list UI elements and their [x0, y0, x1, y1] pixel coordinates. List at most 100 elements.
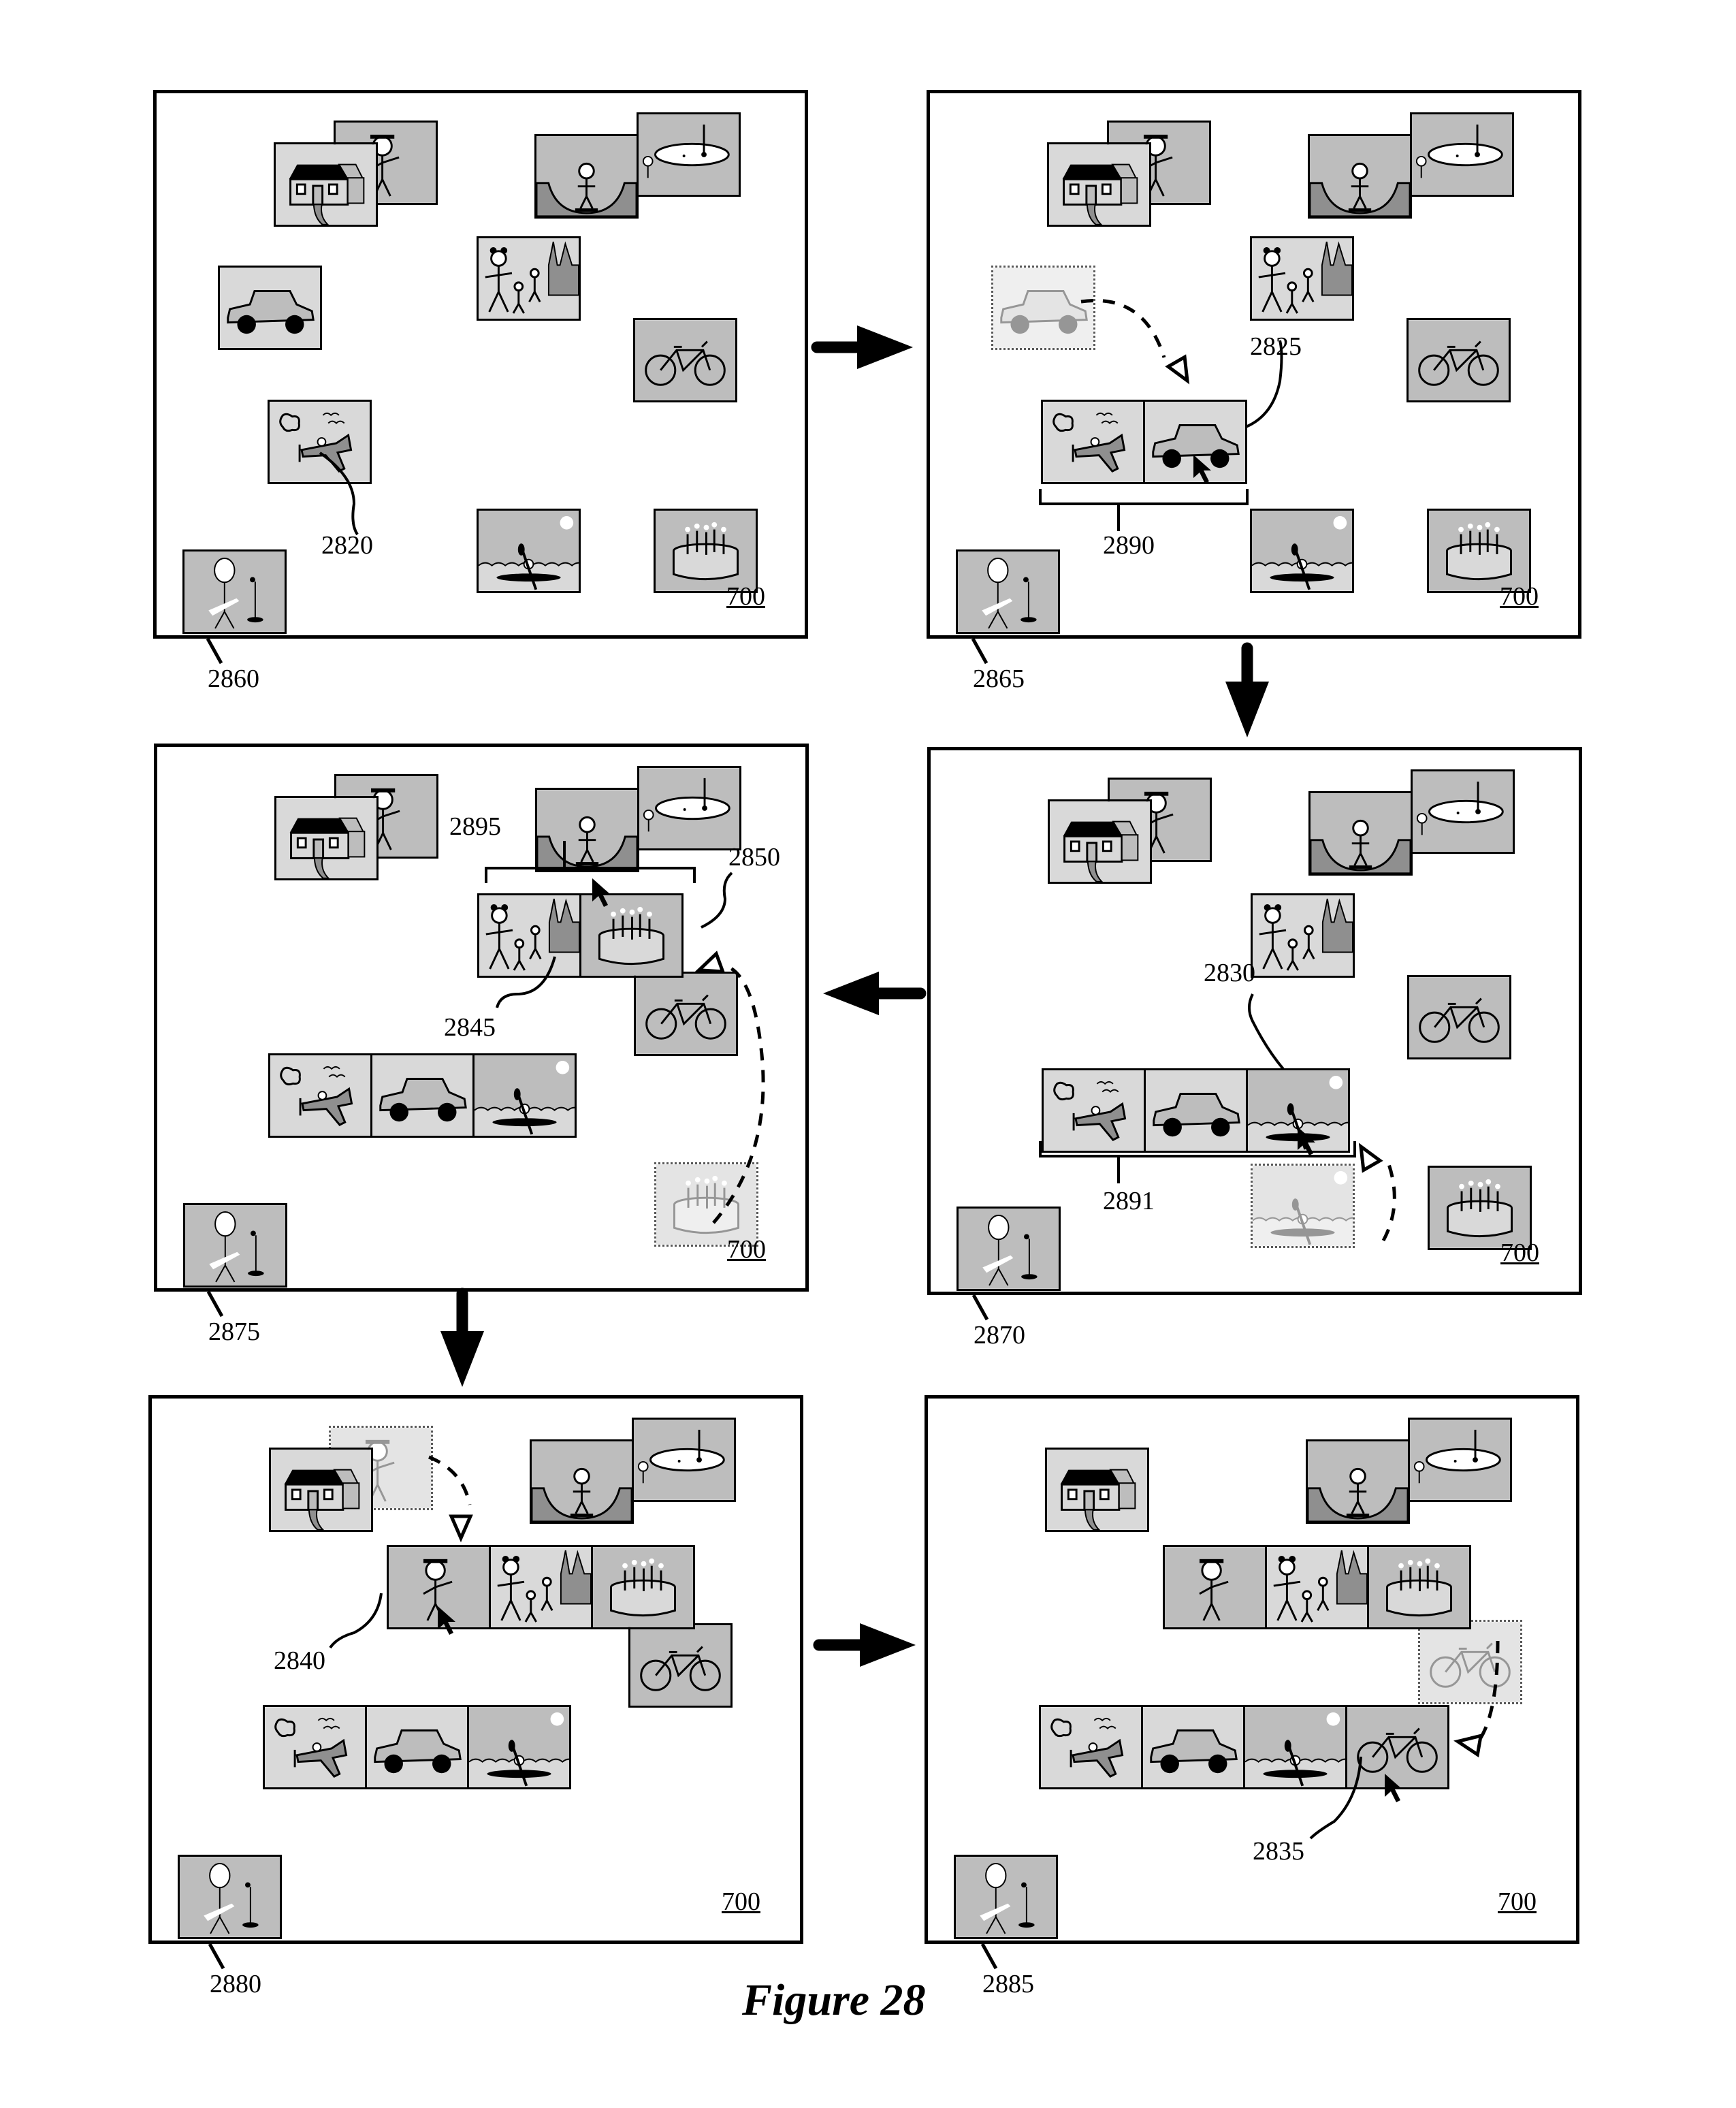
flow-arrow: [819, 1623, 916, 1667]
application-reference: 700: [1500, 1240, 1539, 1266]
thumbnail-house-photo[interactable]: [274, 142, 378, 227]
thumbnail-golf-green-photo[interactable]: [637, 766, 741, 850]
callout-2895: 2895: [449, 814, 501, 840]
panel-reference-label: 2865: [973, 666, 1025, 692]
group-thumbnail-airplane-photo[interactable]: [1042, 1068, 1146, 1153]
group-thumbnail-car-photo[interactable]: [1141, 1705, 1245, 1789]
thumbnail-house-photo[interactable]: [274, 796, 379, 880]
thumbnail-singer-microphone-photo[interactable]: [957, 1207, 1061, 1291]
group-thumbnail-airplane-photo[interactable]: [263, 1705, 367, 1789]
photo-group[interactable]: [1039, 1705, 1449, 1789]
callout-2825: 2825: [1250, 334, 1302, 360]
thumbnail-singer-microphone-photo[interactable]: [178, 1855, 282, 1939]
panel-leader-line: [974, 1295, 987, 1320]
thumbnail-singer-microphone-photo[interactable]: [954, 1855, 1058, 1939]
thumbnail-house-photo[interactable]: [1048, 799, 1152, 884]
panel-reference-label: 2870: [974, 1322, 1025, 1348]
group-thumbnail-graduate-photo[interactable]: [1163, 1545, 1267, 1629]
thumbnail-bicycle-photo[interactable]: [1407, 318, 1511, 402]
group-thumbnail-kayak-photo[interactable]: [467, 1705, 571, 1789]
group-thumbnail-family-castle-photo[interactable]: [1265, 1545, 1369, 1629]
photo-group[interactable]: [387, 1545, 695, 1629]
panel-leader-line: [973, 639, 986, 663]
thumbnail-bicycle-photo[interactable]: [633, 318, 737, 402]
ghost-thumbnail-bicycle[interactable]: [1418, 1620, 1522, 1704]
thumbnail-skateboarder-halfpipe-photo[interactable]: [1308, 791, 1413, 876]
thumbnail-family-castle-photo[interactable]: [1250, 236, 1354, 321]
group-thumbnail-bicycle-photo[interactable]: [1345, 1705, 1449, 1789]
thumbnail-kayak-photo[interactable]: [477, 509, 581, 593]
panel-leader-line: [208, 639, 221, 663]
group-thumbnail-birthday-cake-photo[interactable]: [591, 1545, 695, 1629]
thumbnail-birthday-cake-photo[interactable]: [654, 509, 758, 593]
thumbnail-golf-green-photo[interactable]: [632, 1418, 736, 1502]
thumbnail-kayak-photo[interactable]: [1250, 509, 1354, 593]
group-thumbnail-car-photo[interactable]: [365, 1705, 469, 1789]
thumbnail-skateboarder-halfpipe-photo[interactable]: [1306, 1439, 1410, 1524]
thumbnail-skateboarder-halfpipe-photo[interactable]: [534, 134, 639, 219]
thumbnail-car-photo[interactable]: [218, 266, 322, 350]
group-thumbnail-airplane-photo[interactable]: [268, 1053, 372, 1138]
thumbnail-golf-green-photo[interactable]: [1410, 112, 1514, 197]
photo-group[interactable]: [1163, 1545, 1471, 1629]
thumbnail-bicycle-photo[interactable]: [1407, 975, 1511, 1059]
group-thumbnail-birthday-cake-photo[interactable]: [579, 893, 684, 978]
thumbnail-skateboarder-halfpipe-photo[interactable]: [530, 1439, 634, 1524]
photo-group[interactable]: [263, 1705, 571, 1789]
panel-2885: 700: [925, 1395, 1579, 1944]
group-thumbnail-kayak-photo[interactable]: [472, 1053, 577, 1138]
application-reference: 700: [726, 584, 765, 609]
thumbnail-golf-green-photo[interactable]: [1408, 1418, 1512, 1502]
callout-2850: 2850: [728, 844, 780, 870]
photo-group[interactable]: [1041, 400, 1247, 484]
photo-group[interactable]: [477, 893, 684, 978]
thumbnail-family-castle-photo[interactable]: [477, 236, 581, 321]
photo-group[interactable]: [268, 1053, 577, 1138]
group-thumbnail-airplane-photo[interactable]: [1039, 1705, 1143, 1789]
panel-leader-line: [208, 1292, 222, 1316]
group-thumbnail-graduate-photo[interactable]: [387, 1545, 491, 1629]
thumbnail-golf-green-photo[interactable]: [1411, 769, 1515, 854]
callout-2890: 2890: [1103, 532, 1155, 558]
group-thumbnail-airplane-photo[interactable]: [1041, 400, 1145, 484]
flow-arrow: [823, 972, 920, 1015]
ghost-thumbnail-cake[interactable]: [654, 1162, 758, 1247]
panel-2880: 700: [148, 1395, 803, 1944]
group-thumbnail-car-photo[interactable]: [1143, 400, 1247, 484]
thumbnail-singer-microphone-photo[interactable]: [182, 549, 287, 634]
application-reference: 700: [727, 1236, 766, 1262]
group-thumbnail-kayak-photo[interactable]: [1243, 1705, 1347, 1789]
thumbnail-skateboarder-halfpipe-photo[interactable]: [535, 788, 639, 872]
thumbnail-house-photo[interactable]: [1045, 1448, 1149, 1532]
group-thumbnail-car-photo[interactable]: [370, 1053, 475, 1138]
ghost-thumbnail-kayak[interactable]: [1251, 1164, 1355, 1248]
thumbnail-golf-green-photo[interactable]: [637, 112, 741, 197]
panel-2865: 700: [927, 90, 1581, 639]
group-thumbnail-birthday-cake-photo[interactable]: [1367, 1545, 1471, 1629]
group-thumbnail-family-castle-photo[interactable]: [489, 1545, 593, 1629]
group-thumbnail-family-castle-photo[interactable]: [477, 893, 581, 978]
group-thumbnail-kayak-photo[interactable]: [1246, 1068, 1350, 1153]
thumbnail-birthday-cake-photo[interactable]: [1427, 509, 1531, 593]
panel-2860: 700: [153, 90, 808, 639]
thumbnail-birthday-cake-photo[interactable]: [1428, 1166, 1532, 1250]
thumbnail-skateboarder-halfpipe-photo[interactable]: [1308, 134, 1412, 219]
thumbnail-bicycle-photo[interactable]: [634, 972, 738, 1056]
thumbnail-airplane-photo[interactable]: [268, 400, 372, 484]
callout-2830: 2830: [1204, 960, 1255, 986]
thumbnail-house-photo[interactable]: [1047, 142, 1151, 227]
ghost-thumbnail-car[interactable]: [991, 266, 1095, 350]
flow-arrow: [817, 325, 913, 369]
group-thumbnail-car-photo[interactable]: [1144, 1068, 1248, 1153]
thumbnail-family-castle-photo[interactable]: [1251, 893, 1355, 978]
thumbnail-singer-microphone-photo[interactable]: [183, 1203, 287, 1288]
application-reference: 700: [722, 1889, 760, 1915]
thumbnail-bicycle-photo[interactable]: [628, 1623, 733, 1708]
thumbnail-house-photo[interactable]: [269, 1448, 373, 1532]
panel-leader-line: [210, 1944, 223, 1968]
thumbnail-singer-microphone-photo[interactable]: [956, 549, 1060, 634]
application-reference: 700: [1498, 1889, 1537, 1915]
photo-group[interactable]: [1042, 1068, 1350, 1153]
callout-2891: 2891: [1103, 1188, 1155, 1214]
application-reference: 700: [1500, 584, 1539, 609]
